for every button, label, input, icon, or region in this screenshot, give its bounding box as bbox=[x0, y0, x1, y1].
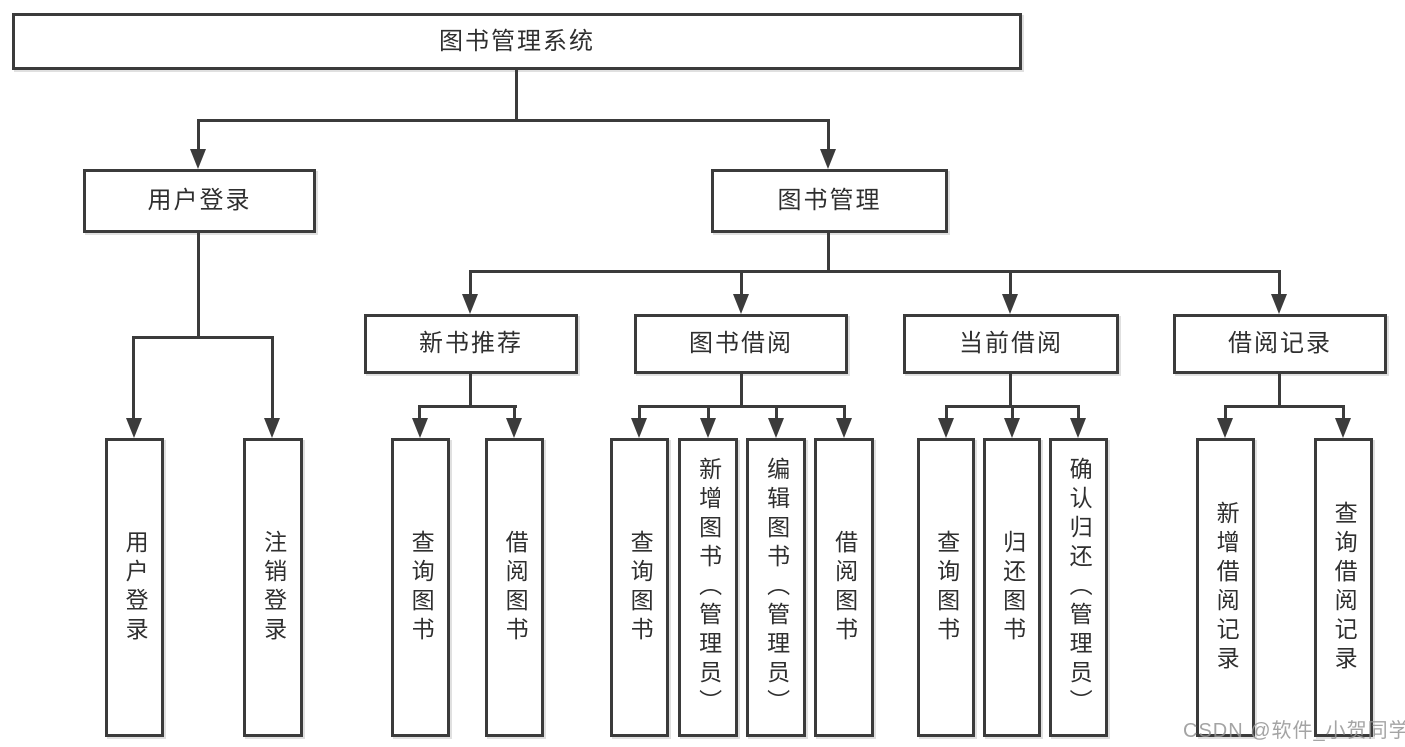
leaf-edit-books-admin: 编辑图书（管理员） bbox=[746, 438, 806, 737]
leaf-add-books-admin: 新增图书（管理员） bbox=[678, 438, 738, 737]
arrow-down-icon bbox=[412, 418, 428, 438]
connector-line bbox=[197, 119, 830, 122]
node-label: 编辑图书（管理员） bbox=[763, 457, 790, 718]
node-label: 新书推荐 bbox=[419, 330, 523, 357]
node-label: 新增借阅记录 bbox=[1213, 500, 1240, 675]
arrow-down-icon bbox=[264, 418, 280, 438]
connector-line bbox=[1009, 270, 1012, 297]
node-label: 当前借阅 bbox=[959, 330, 1063, 357]
connector-line bbox=[827, 119, 830, 151]
leaf-confirm-return-admin: 确认归还（管理员） bbox=[1049, 438, 1108, 737]
connector-line bbox=[1077, 405, 1080, 420]
node-label: 用户登录 bbox=[122, 529, 149, 646]
leaf-query-books-current: 查询图书 bbox=[917, 438, 975, 737]
connector-line bbox=[1342, 405, 1345, 420]
connector-line bbox=[707, 405, 710, 420]
arrow-down-icon bbox=[768, 418, 784, 438]
connector-line bbox=[1224, 405, 1344, 408]
arrow-down-icon bbox=[126, 418, 142, 438]
node-label: 查询图书 bbox=[408, 529, 435, 646]
arrow-down-icon bbox=[1271, 294, 1287, 314]
node-current-borrowing: 当前借阅 bbox=[903, 314, 1119, 374]
connector-line bbox=[1278, 270, 1281, 297]
connector-line bbox=[740, 373, 743, 408]
node-label: 借阅记录 bbox=[1228, 330, 1332, 357]
connector-line bbox=[638, 405, 641, 420]
connector-line bbox=[197, 119, 200, 151]
connector-line bbox=[132, 336, 274, 339]
node-user-login: 用户登录 bbox=[83, 169, 316, 233]
connector-line bbox=[638, 405, 846, 408]
connector-line bbox=[513, 405, 516, 420]
connector-line bbox=[1011, 405, 1014, 420]
connector-line bbox=[1278, 373, 1281, 408]
leaf-add-borrow-record: 新增借阅记录 bbox=[1196, 438, 1255, 737]
node-borrowing-records: 借阅记录 bbox=[1173, 314, 1387, 374]
arrow-down-icon bbox=[700, 418, 716, 438]
connector-line bbox=[418, 405, 421, 420]
node-book-management: 图书管理 bbox=[711, 169, 948, 233]
arrow-down-icon bbox=[1217, 418, 1233, 438]
leaf-query-books-recommend: 查询图书 bbox=[391, 438, 450, 737]
node-library-management-system: 图书管理系统 bbox=[12, 13, 1022, 70]
connector-line bbox=[827, 233, 830, 273]
node-label: 查询图书 bbox=[933, 529, 960, 646]
node-label: 借阅图书 bbox=[831, 529, 858, 646]
node-label: 查询图书 bbox=[627, 529, 654, 646]
connector-line bbox=[469, 373, 472, 408]
node-label: 归还图书 bbox=[999, 529, 1026, 646]
connector-line bbox=[1009, 373, 1012, 408]
connector-line bbox=[775, 405, 778, 420]
connector-line bbox=[271, 336, 274, 420]
arrow-down-icon bbox=[631, 418, 647, 438]
node-label: 注销登录 bbox=[260, 529, 287, 646]
node-label: 图书管理系统 bbox=[439, 27, 595, 55]
node-label: 查询借阅记录 bbox=[1331, 500, 1358, 675]
arrow-down-icon bbox=[938, 418, 954, 438]
arrow-down-icon bbox=[733, 294, 749, 314]
arrow-down-icon bbox=[1335, 418, 1351, 438]
node-label: 图书借阅 bbox=[689, 330, 793, 357]
leaf-user-login: 用户登录 bbox=[105, 438, 164, 737]
connector-line bbox=[740, 270, 743, 297]
node-label: 借阅图书 bbox=[502, 529, 529, 646]
leaf-borrow-books: 借阅图书 bbox=[814, 438, 874, 737]
node-label: 用户登录 bbox=[147, 187, 252, 214]
node-label: 确认归还（管理员） bbox=[1066, 457, 1093, 718]
node-label: 新增图书（管理员） bbox=[695, 457, 722, 718]
leaf-logout-login: 注销登录 bbox=[243, 438, 303, 737]
connector-line bbox=[1224, 405, 1227, 420]
arrow-down-icon bbox=[1002, 294, 1018, 314]
leaf-borrow-books-recommend: 借阅图书 bbox=[485, 438, 544, 737]
arrow-down-icon bbox=[1070, 418, 1086, 438]
connector-line bbox=[197, 233, 200, 338]
arrow-down-icon bbox=[1004, 418, 1020, 438]
connector-line bbox=[132, 336, 135, 420]
connector-line bbox=[469, 270, 1281, 273]
leaf-query-books-borrow: 查询图书 bbox=[610, 438, 669, 737]
arrow-down-icon bbox=[836, 418, 852, 438]
connector-line bbox=[515, 69, 518, 122]
arrow-down-icon bbox=[506, 418, 522, 438]
node-new-book-recommend: 新书推荐 bbox=[364, 314, 578, 374]
node-label: 图书管理 bbox=[777, 187, 882, 214]
arrow-down-icon bbox=[462, 294, 478, 314]
leaf-return-books: 归还图书 bbox=[983, 438, 1041, 737]
connector-line bbox=[469, 270, 472, 297]
connector-line bbox=[843, 405, 846, 420]
arrow-down-icon bbox=[190, 149, 206, 169]
connector-line bbox=[945, 405, 948, 420]
leaf-query-borrow-record: 查询借阅记录 bbox=[1314, 438, 1373, 737]
arrow-down-icon bbox=[820, 149, 836, 169]
node-book-borrowing: 图书借阅 bbox=[634, 314, 848, 374]
watermark: CSDN @软件_小贺同学 bbox=[1183, 720, 1405, 742]
connector-line bbox=[418, 405, 517, 408]
